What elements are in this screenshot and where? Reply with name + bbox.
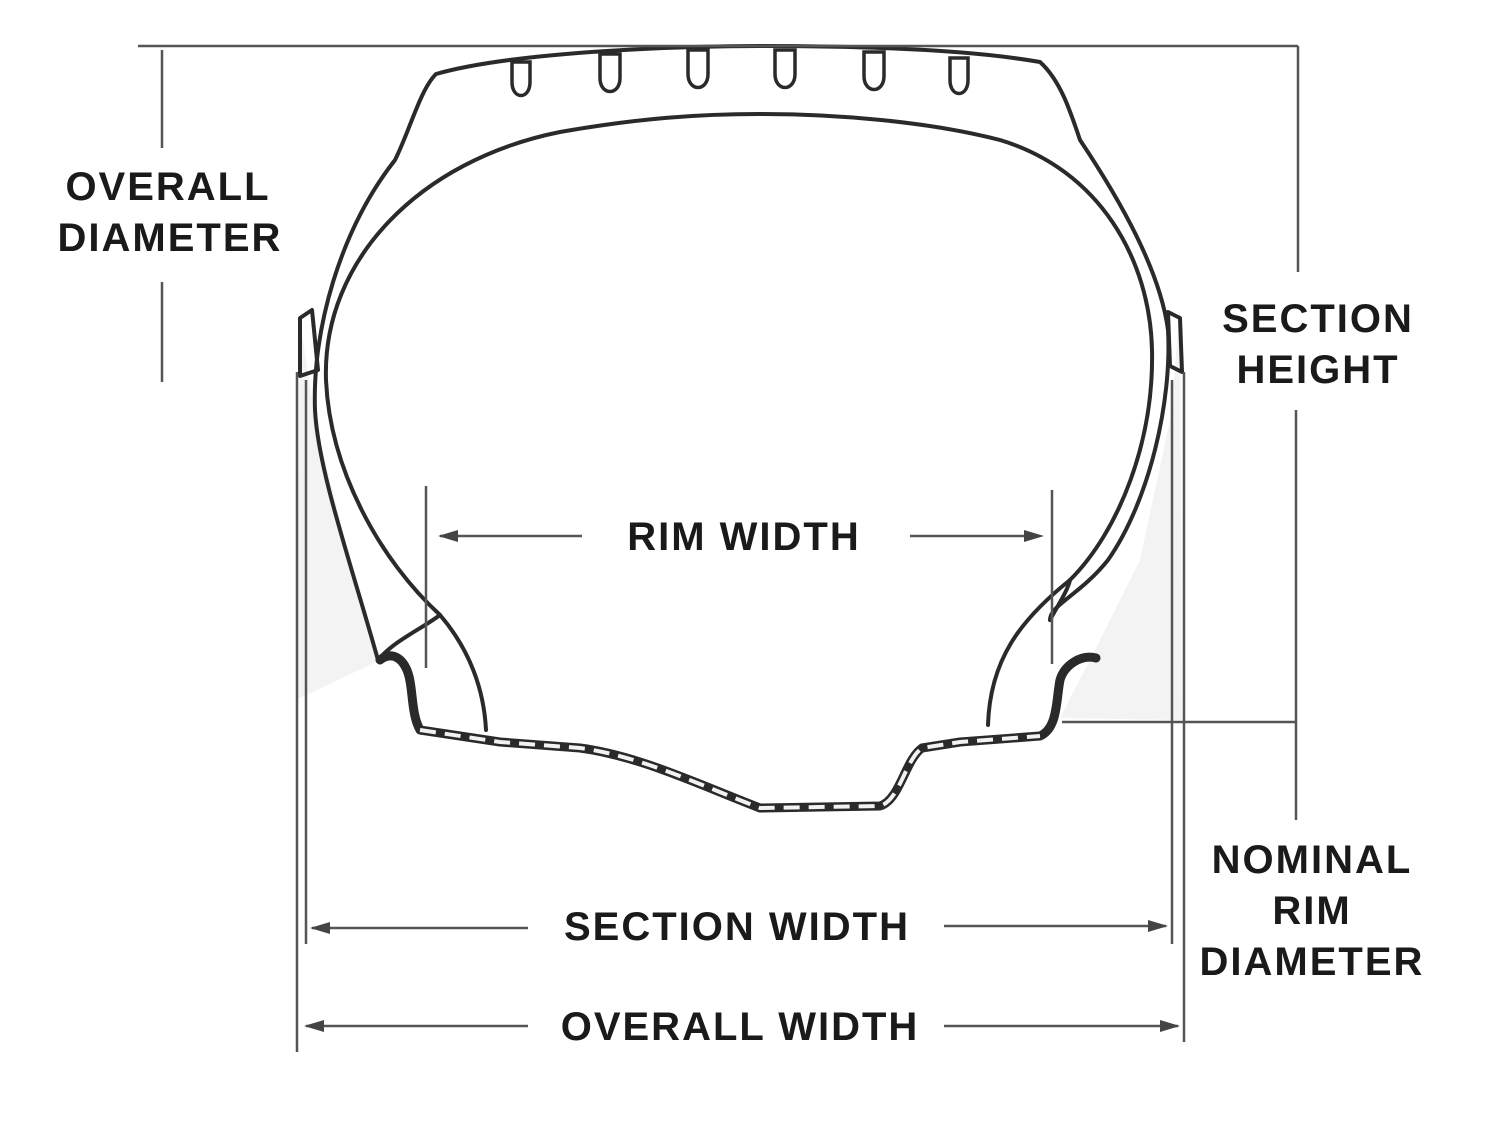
- labels: OVERALL DIAMETER SECTION HEIGHT RIM WIDT…: [58, 165, 1425, 1049]
- section-width-arrowhead-right: [1148, 920, 1168, 932]
- tire-inner-contour: [323, 112, 1155, 732]
- nominal-rim-diameter-label-line3: DIAMETER: [1200, 940, 1425, 984]
- rim-width-arrowhead-right: [1024, 530, 1044, 542]
- nominal-rim-diameter-label-line2: RIM: [1272, 889, 1351, 933]
- section-height-label-line2: HEIGHT: [1236, 348, 1399, 392]
- section-width-arrowhead-left: [310, 922, 330, 934]
- overall-width-label: OVERALL WIDTH: [561, 1005, 920, 1049]
- tread-groove: [773, 48, 797, 90]
- tire-outer-contour: [312, 44, 1171, 662]
- tire: [298, 44, 1184, 732]
- dimension-lines: [138, 44, 1300, 1052]
- overall-diameter-label-line1: OVERALL: [65, 165, 270, 209]
- section-width-label: SECTION WIDTH: [564, 905, 910, 949]
- rim-profile-highlight: [419, 728, 1041, 811]
- overall-diameter-label-line2: DIAMETER: [58, 216, 283, 260]
- overall-width-arrowhead-left: [304, 1020, 324, 1032]
- rim-width-arrowhead-left: [438, 530, 458, 542]
- rim-width-label: RIM WIDTH: [627, 515, 861, 559]
- left-shoulder-rib: [298, 308, 320, 378]
- section-height-label-line1: SECTION: [1222, 297, 1414, 341]
- overall-width-arrowhead-right: [1160, 1020, 1180, 1032]
- nominal-rim-diameter-label-line1: NOMINAL: [1212, 838, 1413, 882]
- tread-groove: [862, 50, 886, 92]
- background-shading: [296, 310, 1182, 720]
- rim-profile: [375, 651, 1101, 813]
- tread-groove: [948, 56, 970, 96]
- right-shoulder-rib: [1166, 310, 1184, 374]
- tread-groove: [598, 52, 622, 94]
- wheel-rim: [375, 651, 1101, 813]
- tread-groove: [510, 60, 532, 98]
- tread-groove: [686, 48, 710, 90]
- tread-grooves: [510, 48, 970, 98]
